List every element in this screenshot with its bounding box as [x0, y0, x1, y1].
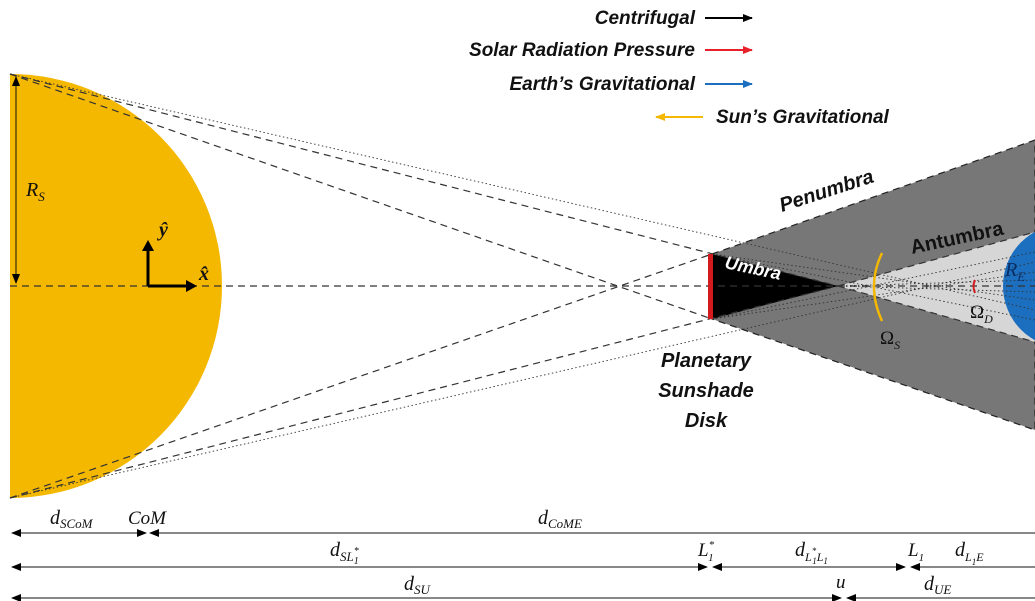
legend-earth-grav-label: Earth’s Gravitational — [510, 74, 696, 95]
d-su-label: dSU — [404, 573, 432, 597]
omega-s-arc — [872, 252, 884, 322]
d-sl1-label: dSL*1 — [330, 539, 359, 567]
dimension-row-2: dSL*1 L*1 dL*1L1 L1 dL1E — [11, 539, 1035, 571]
antumbra-lower-edge — [837, 285, 1035, 343]
x-hat-label: x̂ — [198, 263, 209, 285]
d-l1star-l1-label: dL*1L1 — [795, 539, 828, 566]
rs-label: RS — [25, 179, 45, 204]
antumbra-upper-edge — [837, 231, 1035, 287]
legend: Centrifugal Solar Radiation Pressure Ear… — [469, 8, 889, 128]
com-label: CoM — [128, 508, 167, 529]
legend-centrifugal-label: Centrifugal — [595, 8, 696, 29]
re-label: RE — [1004, 259, 1025, 284]
u-label: u — [836, 572, 846, 593]
omega-d-arc — [972, 279, 976, 294]
d-ue-label: dUE — [924, 573, 951, 597]
disk-label-line1: Planetary — [661, 350, 752, 372]
sun — [10, 74, 222, 498]
l1star-label: L*1 — [697, 539, 715, 564]
disk-label-line2: Sunshade — [658, 380, 754, 402]
umbra-region — [712, 254, 838, 319]
d-l1e-label: dL1E — [955, 539, 984, 567]
legend-srp-label: Solar Radiation Pressure — [469, 40, 695, 61]
l1-label: L1 — [907, 540, 924, 564]
sunshade-disk — [708, 254, 713, 319]
sun-axes — [142, 240, 197, 292]
d-come-label: dCoME — [538, 507, 582, 531]
omega-s-label: ΩS — [880, 328, 900, 352]
dimension-row-3: dSU u dUE — [11, 572, 1035, 601]
antumbra-region — [838, 232, 1035, 342]
dimension-row-1: dSCoM CoM dCoME — [11, 507, 1035, 537]
y-hat-label: ŷ — [157, 219, 168, 241]
d-scom-label: dSCoM — [50, 507, 94, 531]
omega-d-label: ΩD — [970, 302, 993, 326]
disk-label-line3: Disk — [685, 410, 728, 432]
legend-sun-grav-label: Sun’s Gravitational — [716, 107, 890, 128]
